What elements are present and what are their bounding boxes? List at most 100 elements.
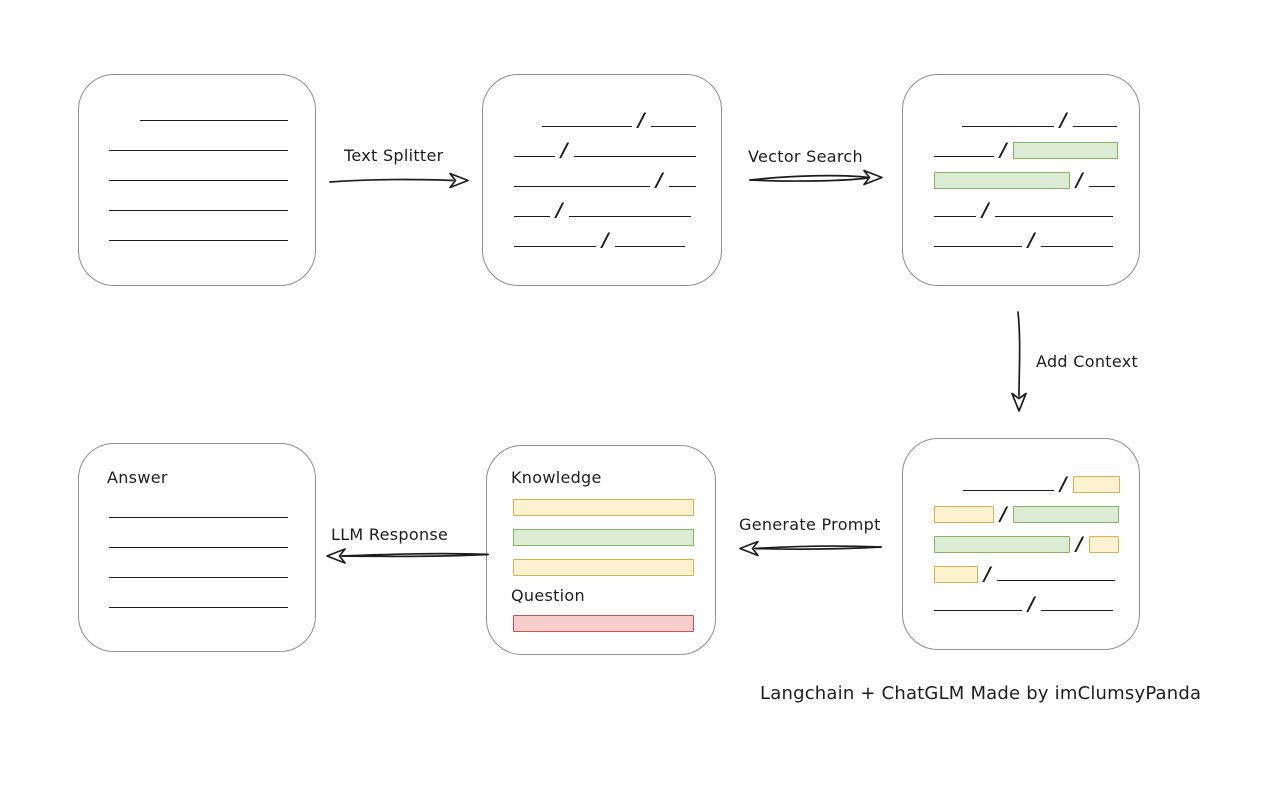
knowledge-label: Knowledge xyxy=(511,468,602,487)
text-row: / xyxy=(512,109,721,131)
vector-matched-chunks-box: / / / / / xyxy=(902,74,1140,286)
text-line xyxy=(109,180,288,181)
green-highlight-bar xyxy=(1012,142,1118,159)
text-row: / xyxy=(932,473,1139,495)
text-line xyxy=(140,120,288,121)
yellow-highlight-bar xyxy=(1072,476,1120,493)
slash-separator: / xyxy=(1060,109,1067,131)
text-line xyxy=(996,580,1115,581)
context-chunk-lines: / / / / / xyxy=(903,439,1139,615)
vector-search-arrow-icon xyxy=(749,169,883,186)
text-line xyxy=(573,156,696,157)
text-line xyxy=(934,610,1022,611)
text-line xyxy=(1088,186,1115,187)
answer-box: Answer xyxy=(78,443,316,652)
yellow-highlight-bar xyxy=(513,559,694,576)
text-row xyxy=(107,531,315,548)
text-line xyxy=(934,246,1022,247)
text-row xyxy=(511,556,715,576)
yellow-highlight-bar xyxy=(1088,536,1119,553)
slash-separator: / xyxy=(638,109,645,131)
yellow-highlight-bar xyxy=(934,566,978,583)
slash-separator: / xyxy=(1076,169,1083,191)
text-line xyxy=(514,246,596,247)
knowledge-bars xyxy=(511,496,715,576)
chunk-lines: / / / / / xyxy=(483,75,721,250)
text-line xyxy=(568,216,691,217)
text-line xyxy=(668,186,696,187)
text-line xyxy=(934,216,976,217)
diagram-caption: Langchain + ChatGLM Made by imClumsyPand… xyxy=(760,683,1202,704)
text-row: / xyxy=(932,199,1139,221)
text-line xyxy=(1040,610,1113,611)
text-splitter-label: Text Splitter xyxy=(344,146,444,165)
text-row: / xyxy=(932,533,1139,554)
slash-separator: / xyxy=(656,169,663,191)
slash-separator: / xyxy=(1028,593,1035,615)
prompt-box-content: Knowledge Question xyxy=(487,446,715,632)
text-row: / xyxy=(512,199,721,221)
text-line xyxy=(963,490,1054,491)
text-splitter-arrow-icon xyxy=(329,172,469,189)
indent-spacer xyxy=(107,120,138,121)
green-highlight-bar xyxy=(934,172,1070,189)
text-row: / xyxy=(932,563,1139,585)
text-line xyxy=(962,126,1054,127)
text-row xyxy=(107,134,315,151)
generate-prompt-arrow-icon xyxy=(739,540,882,557)
text-row xyxy=(107,501,315,518)
text-row: / xyxy=(932,229,1139,251)
question-bars xyxy=(511,612,715,632)
text-row: / xyxy=(512,229,721,250)
yellow-highlight-bar xyxy=(934,506,994,523)
source-document-box xyxy=(78,74,316,286)
text-line xyxy=(934,156,994,157)
green-highlight-bar xyxy=(1012,506,1119,523)
llm-response-label: LLM Response xyxy=(331,525,449,544)
text-line xyxy=(650,126,696,127)
text-row: / xyxy=(932,109,1139,131)
text-row xyxy=(511,612,715,632)
slash-separator: / xyxy=(982,199,989,221)
question-label: Question xyxy=(511,586,585,605)
text-line xyxy=(109,150,288,151)
vector-search-label: Vector Search xyxy=(748,147,863,166)
slash-separator: / xyxy=(984,563,991,585)
text-row xyxy=(511,526,715,546)
text-row: / xyxy=(932,169,1139,191)
slash-separator: / xyxy=(1000,503,1007,525)
text-line xyxy=(614,246,685,247)
text-row xyxy=(107,561,315,578)
slash-separator: / xyxy=(1060,473,1067,495)
text-row xyxy=(107,224,315,241)
text-row: / xyxy=(932,139,1139,161)
slash-separator: / xyxy=(561,139,568,161)
document-lines xyxy=(79,75,315,241)
text-line xyxy=(994,216,1113,217)
slash-separator: / xyxy=(556,199,563,221)
indent-spacer xyxy=(932,490,961,491)
text-line xyxy=(1040,246,1113,247)
text-line xyxy=(109,210,288,211)
text-line xyxy=(109,577,288,578)
text-row xyxy=(511,496,715,516)
add-context-arrow-icon xyxy=(1011,311,1027,412)
generate-prompt-label: Generate Prompt xyxy=(739,515,881,534)
text-line xyxy=(109,517,288,518)
indent-spacer xyxy=(512,126,540,127)
slash-separator: / xyxy=(1028,229,1035,251)
text-row: / xyxy=(932,593,1139,615)
context-chunks-box: / / / / / xyxy=(902,438,1140,650)
slash-separator: / xyxy=(1000,139,1007,161)
answer-lines xyxy=(107,501,315,608)
text-line xyxy=(514,216,550,217)
text-row xyxy=(107,104,315,121)
text-line xyxy=(514,186,650,187)
text-row: / xyxy=(932,503,1139,525)
text-row xyxy=(107,194,315,211)
text-line xyxy=(542,126,632,127)
answer-box-content: Answer xyxy=(79,444,315,608)
text-row: / xyxy=(512,169,721,191)
yellow-highlight-bar xyxy=(513,499,694,516)
